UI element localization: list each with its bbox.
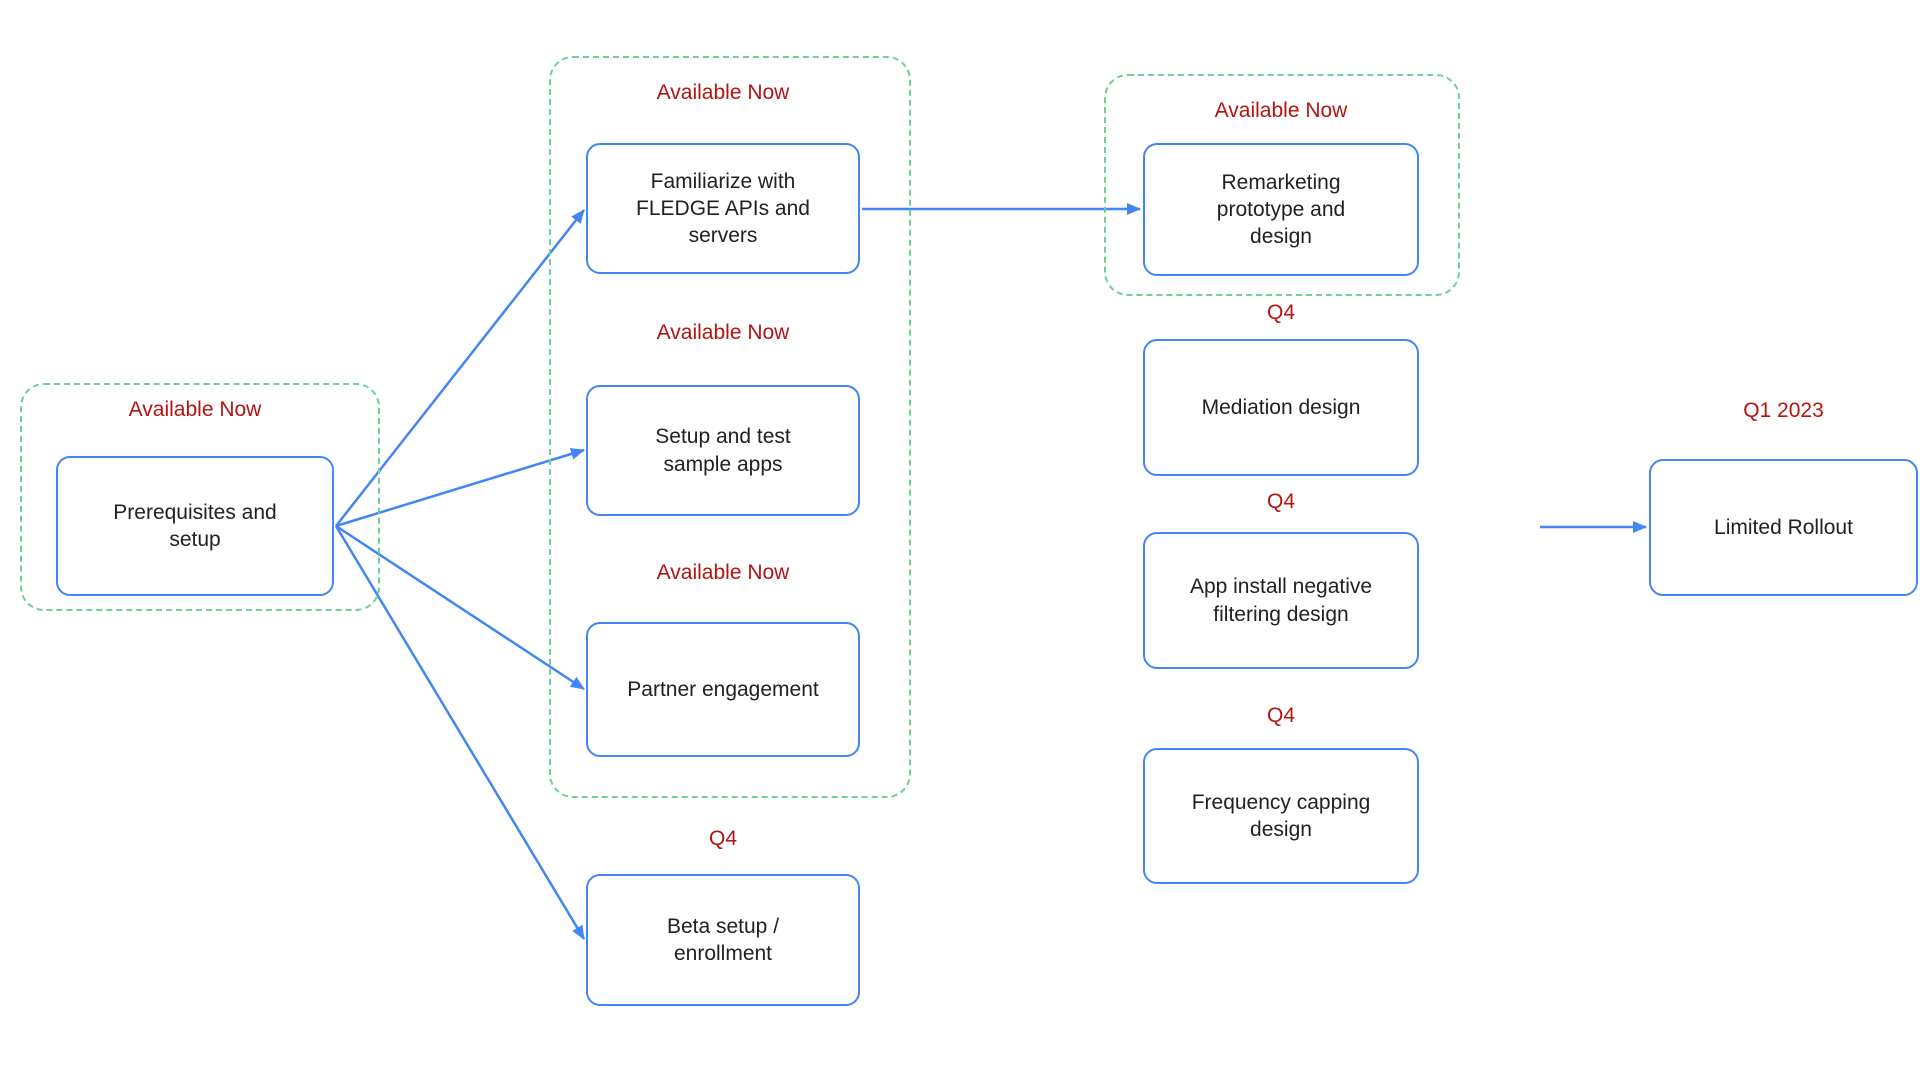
status-label-setup-sample-apps: Available Now — [656, 321, 790, 344]
node-frequency-capping: Frequency capping design — [1143, 748, 1419, 884]
node-familiarize-label: Familiarize with FLEDGE APIs and servers — [636, 169, 810, 248]
status-label-limited-rollout: Q1 2023 — [1743, 399, 1824, 422]
node-limited-rollout: Limited Rollout — [1649, 459, 1918, 596]
node-app-install-filtering-label: App install negative filtering design — [1189, 575, 1373, 626]
status-label-mediation: Q4 — [1266, 301, 1295, 324]
node-setup-sample-apps-label: Setup and test sample apps — [655, 425, 791, 476]
node-remarketing: Remarketing prototype and design — [1143, 143, 1419, 276]
node-mediation-label: Mediation design — [1201, 395, 1361, 419]
node-setup-sample-apps: Setup and test sample apps — [586, 385, 860, 516]
status-label-frequency-capping: Q4 — [1266, 704, 1295, 727]
status-label-app-install-filtering: Q4 — [1266, 490, 1295, 513]
node-remarketing-label: Remarketing prototype and design — [1216, 170, 1346, 249]
node-beta-setup-label: Beta setup / enrollment — [666, 914, 780, 965]
node-partner-engagement: Partner engagement — [586, 622, 860, 757]
status-label-prerequisites: Available Now — [128, 398, 262, 421]
node-limited-rollout-label: Limited Rollout — [1714, 515, 1853, 539]
group-available-now-middle — [549, 56, 911, 798]
group-prerequisites — [20, 383, 380, 611]
node-mediation: Mediation design — [1143, 339, 1419, 476]
status-label-remarketing: Available Now — [1214, 99, 1348, 122]
node-app-install-filtering: App install negative filtering design — [1143, 532, 1419, 669]
node-frequency-capping-label: Frequency capping design — [1191, 790, 1371, 841]
node-prerequisites-label: Prerequisites and setup — [113, 500, 277, 551]
status-label-beta-setup: Q4 — [708, 827, 737, 850]
node-partner-engagement-label: Partner engagement — [627, 677, 819, 701]
node-beta-setup: Beta setup / enrollment — [586, 874, 860, 1006]
node-familiarize: Familiarize with FLEDGE APIs and servers — [586, 143, 860, 274]
group-remarketing — [1104, 74, 1460, 296]
status-label-partner-engagement: Available Now — [656, 561, 790, 584]
node-prerequisites: Prerequisites and setup — [56, 456, 334, 596]
status-label-familiarize: Available Now — [656, 81, 790, 104]
